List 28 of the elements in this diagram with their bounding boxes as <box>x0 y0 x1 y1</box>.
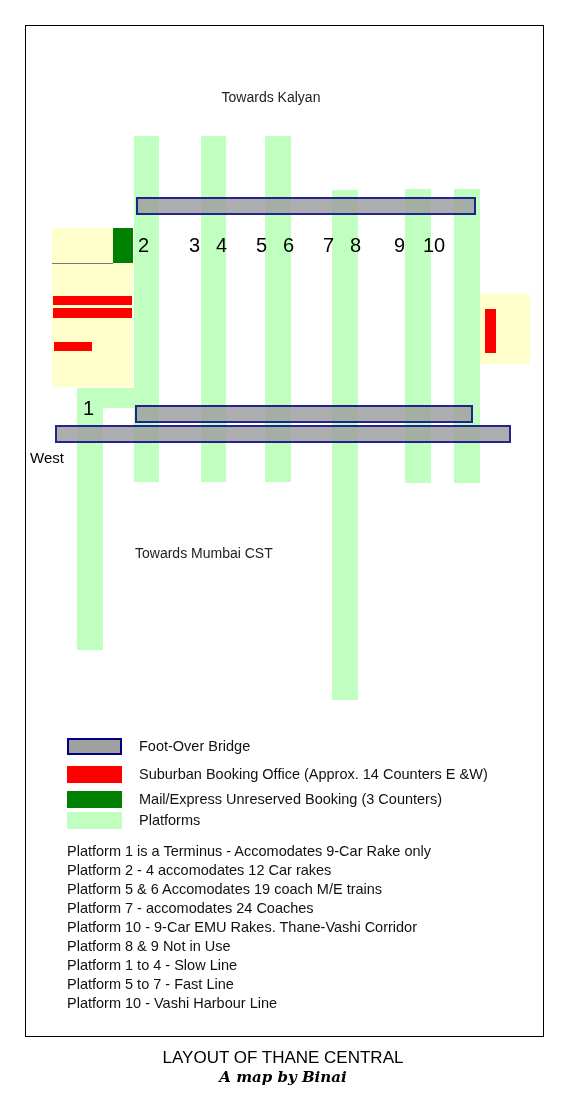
legend-label: Suburban Booking Office (Approx. 14 Counters E &W) <box>139 767 488 782</box>
note-text: Platform 5 to 7 - Fast Line <box>67 977 234 992</box>
note-text: Platform 1 is a Terminus - Accomodates 9-Car Rake only <box>67 844 431 859</box>
note-text: Platform 2 - 4 accomodates 12 Car rakes <box>67 863 332 878</box>
note-text: Platform 8 & 9 Not in Use <box>67 939 231 954</box>
platform-number: 10 <box>423 235 446 255</box>
legend-label: Foot-Over Bridge <box>139 739 251 754</box>
map-caption: A map by Binai <box>219 1070 347 1085</box>
note-text: Platform 5 & 6 Accomodates 19 coach M/E trains <box>67 882 383 897</box>
map-title: LAYOUT OF THANE CENTRAL <box>162 1049 404 1066</box>
legend-label: Platforms <box>139 813 201 828</box>
platform-number: 4 <box>216 235 228 255</box>
platform-number: 6 <box>283 235 295 255</box>
legend-label: Mail/Express Unreserved Booking (3 Counters) <box>139 792 442 807</box>
direction-label: West <box>30 450 64 465</box>
platform-number: 3 <box>189 235 201 255</box>
direction-label: Towards Mumbai CST <box>135 546 273 560</box>
platform-number: 7 <box>323 235 335 255</box>
platform-number: 5 <box>256 235 268 255</box>
platform-number: 2 <box>138 235 150 255</box>
platform-number: 8 <box>350 235 362 255</box>
note-text: Platform 10 - Vashi Harbour Line <box>67 996 278 1011</box>
direction-label: Towards Kalyan <box>221 90 321 104</box>
note-text: Platform 1 to 4 - Slow Line <box>67 958 238 973</box>
note-text: Platform 7 - accomodates 24 Coaches <box>67 901 314 916</box>
platform-number: 1 <box>83 398 95 418</box>
platform-number: 9 <box>394 235 406 255</box>
note-text: Platform 10 - 9-Car EMU Rakes. Thane-Vashi Corridor <box>67 920 417 935</box>
